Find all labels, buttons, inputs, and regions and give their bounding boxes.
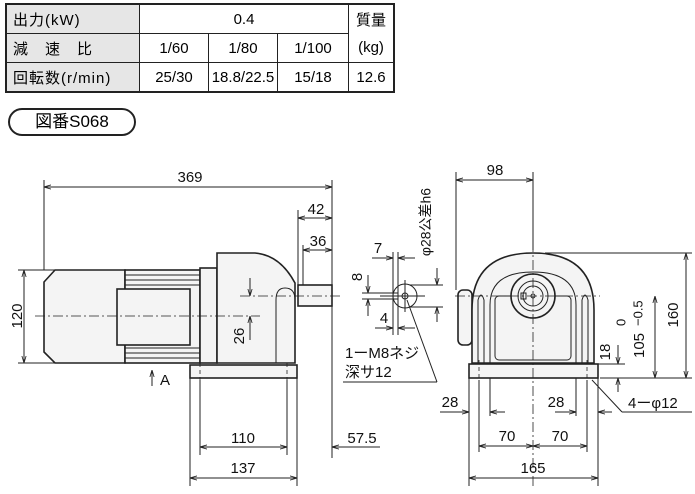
front-view: 98 160 105 0 −0.5 18 4ーφ12 28 28 70 70 1…	[440, 162, 692, 486]
speed-label: 回転数(r/min)	[5, 62, 140, 93]
dim-foot-edge-right: 28	[548, 394, 565, 411]
table-row-speed: 回転数(r/min) 25/30 18.8/22.5 15/18 12.6	[5, 62, 395, 93]
dim-key-width: 7	[374, 240, 382, 257]
dim-offset: 26	[231, 328, 248, 345]
spec-table: 出力(kW) 0.4 質量 減 速 比 1/60 1/80 1/100 (kg)…	[5, 3, 395, 93]
tap-note-line1: 1ーM8ネジ	[345, 345, 419, 362]
fin-lines	[125, 274, 200, 359]
dim-key-depth: 4	[380, 310, 388, 327]
dim-key-height: 8	[349, 273, 366, 281]
motor-bump	[457, 289, 473, 346]
motor-flange	[199, 267, 218, 364]
mass-header: 質量	[348, 3, 395, 34]
speed-value: 15/18	[277, 62, 349, 93]
dim-shaft-overhang: 57.5	[347, 430, 376, 447]
dim-foot-edge-left: 28	[442, 394, 459, 411]
table-row-ratio: 減 速 比 1/60 1/80 1/100 (kg)	[5, 33, 395, 63]
dim-center-tol-upper: 0	[613, 319, 628, 326]
dim-foot-inner: 110	[231, 430, 255, 447]
dim-key-length: 36	[310, 233, 327, 250]
front-base-plate	[468, 363, 599, 379]
side-view: 369 42 36 120 26 A 110 57.5 137	[9, 169, 380, 486]
dim-hole-pitch-right: 70	[552, 428, 569, 445]
ratio-value: 1/60	[139, 33, 209, 63]
base-plate	[189, 364, 298, 379]
view-arrow-label: A	[160, 372, 170, 389]
ratio-label: 減 速 比	[5, 33, 140, 63]
dim-hole-pitch-left: 70	[499, 428, 516, 445]
ratio-value: 1/80	[208, 33, 278, 63]
ratio-value: 1/100	[277, 33, 349, 63]
motor-cover	[43, 269, 126, 364]
dim-height: 120	[9, 303, 26, 328]
dim-shaft-diameter: φ28公差h6	[418, 188, 434, 256]
tap-note-line2: 深サ12	[345, 364, 392, 381]
gear-housing	[216, 252, 296, 364]
output-shaft	[297, 284, 333, 307]
dim-overall-length: 369	[177, 169, 202, 186]
shaft-end-view: 7 8 4 φ28公差h6 1ーM8ネジ 深サ12	[343, 188, 443, 383]
dim-total-height: 160	[665, 302, 682, 327]
dim-base-width: 165	[520, 460, 545, 477]
dim-half-width: 98	[487, 162, 504, 179]
dim-foot-outer: 137	[230, 460, 255, 477]
mass-value: 12.6	[348, 62, 395, 93]
dim-foot-thickness: 18	[597, 344, 614, 361]
drawing-number: 図番S068	[8, 108, 136, 136]
hole-note: 4ーφ12	[628, 395, 678, 412]
terminal-box	[116, 288, 191, 346]
dim-shaft-length: 42	[308, 201, 325, 218]
dim-center-height: 105	[631, 333, 648, 358]
mass-unit: (kg)	[348, 33, 395, 63]
dim-center-tol-lower: −0.5	[630, 300, 645, 326]
